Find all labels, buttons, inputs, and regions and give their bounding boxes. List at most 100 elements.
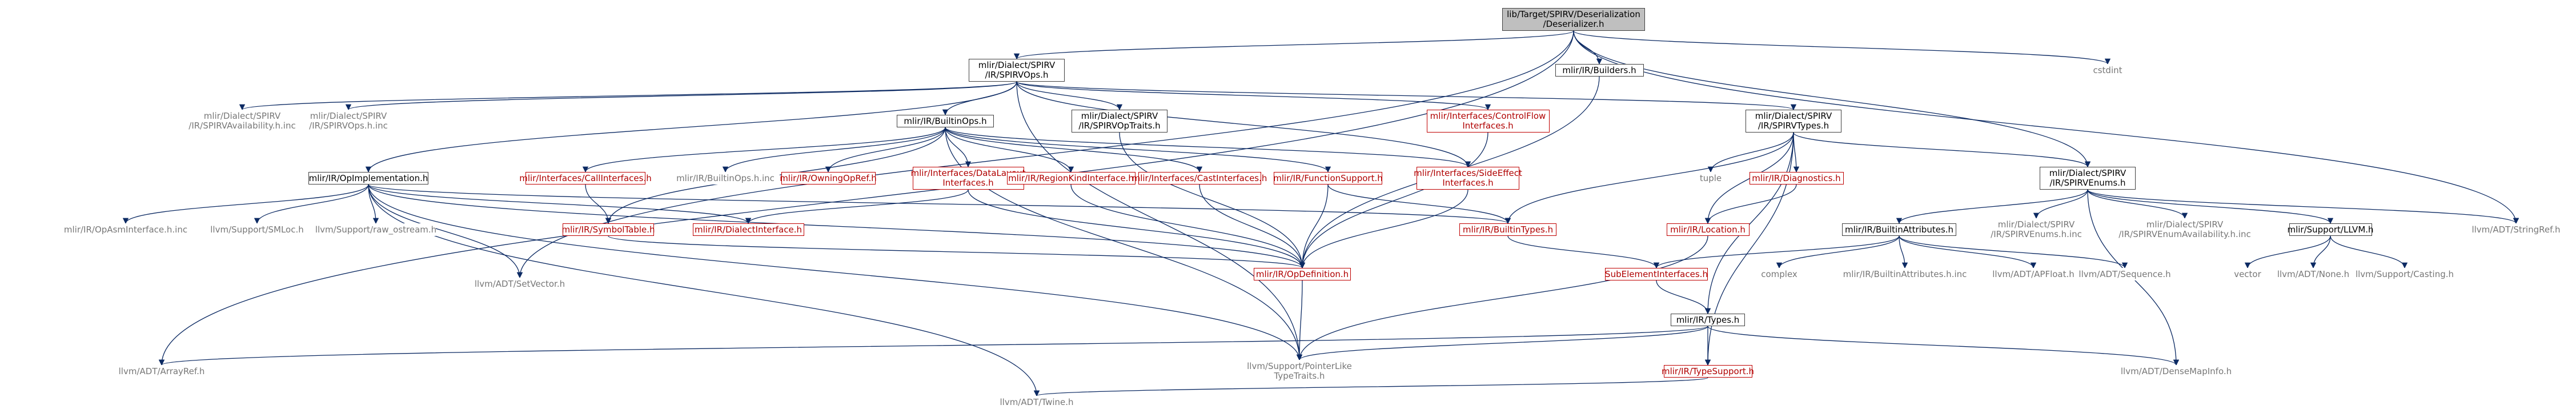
- node-label-line: tuple: [1699, 173, 1722, 183]
- node-opimpl[interactable]: mlir/IR/OpImplementation.h: [308, 172, 428, 185]
- node-casting: llvm/Support/Casting.h: [2356, 268, 2454, 280]
- node-label-line: llvm/Support/SMLoc.h: [210, 224, 304, 235]
- edge-opimpl-to-twine: [368, 184, 1040, 397]
- node-label-line: TypeTraits.h: [1274, 371, 1325, 381]
- edge-opimpl-to-smloc: [254, 184, 369, 224]
- node-twine: llvm/ADT/Twine.h: [1000, 396, 1074, 408]
- edge-opimpl-to-builtintypes: [368, 184, 1511, 224]
- edge-root-to-stringref: [1573, 30, 2519, 224]
- edge-spirvenums-to-spirvenumavail: [2087, 189, 2188, 219]
- node-callif[interactable]: mlir/Interfaces/CallInterfaces.h: [519, 172, 652, 185]
- node-label-line: /IR/SPIRVOps.h.inc: [309, 121, 388, 131]
- node-spirvtypes[interactable]: mlir/Dialect/SPIRV/IR/SPIRVTypes.h: [1746, 110, 1841, 133]
- node-label-line: mlir/Interfaces/SideEffect: [1414, 168, 1522, 178]
- node-funcsupport[interactable]: mlir/IR/FunctionSupport.h: [1273, 172, 1383, 185]
- edge-builtinops-to-castif: [945, 127, 1203, 173]
- node-label-line: /IR/SPIRVTypes.h: [1758, 121, 1829, 131]
- edge-spirvtypes-to-typesupport: [1704, 132, 1794, 366]
- node-owningopref[interactable]: mlir/IR/OwningOpRef.h: [780, 172, 877, 185]
- edge-root-to-arrayref: [158, 30, 1574, 366]
- node-label-line: mlir/IR/Builders.h: [1562, 65, 1636, 75]
- edge-controlflow-to-opdefinition: [1299, 132, 1488, 269]
- edge-funcsupport-to-opdefinition: [1299, 184, 1329, 269]
- edge-supportllvm-to-vector: [2244, 235, 2331, 269]
- node-label-line: mlir/IR/FunctionSupport.h: [1273, 173, 1383, 183]
- node-spirvoptraits[interactable]: mlir/Dialect/SPIRV/IR/SPIRVOpTraits.h: [1072, 110, 1167, 133]
- edge-spirvtypes-to-tuple: [1707, 132, 1794, 173]
- node-opdefinition[interactable]: mlir/IR/OpDefinition.h: [1254, 268, 1351, 280]
- edge-opdefinition-to-pointerlike: [1296, 280, 1303, 361]
- node-label-line: llvm/ADT/Twine.h: [1000, 396, 1074, 407]
- node-label-line: mlir/Interfaces/DataLayout: [910, 168, 1026, 178]
- node-label-line: llvm/ADT/Sequence.h: [2079, 268, 2171, 279]
- node-supportllvm[interactable]: mlir/Support/LLVM.h: [2287, 223, 2374, 236]
- edge-builtinops-to-sideeffect: [945, 127, 1471, 168]
- node-label-line: vector: [2234, 268, 2261, 279]
- node-spirvenums[interactable]: mlir/Dialect/SPIRV/IR/SPIRVEnums.h: [2040, 167, 2136, 190]
- node-builtinattrs[interactable]: mlir/IR/BuiltinAttributes.h: [1842, 223, 1956, 236]
- edge-spirvtypes-to-spirvenums: [1793, 132, 2091, 168]
- node-location[interactable]: mlir/IR/Location.h: [1666, 223, 1750, 236]
- edge-spirvops-to-spirvavail: [239, 81, 1017, 111]
- edge-root-to-spirvenums: [1573, 30, 2091, 168]
- node-label-line: llvm/ADT/SetVector.h: [474, 278, 565, 289]
- edge-builtinops-to-callif: [582, 127, 946, 173]
- node-spirvops[interactable]: mlir/Dialect/SPIRV/IR/SPIRVOps.h: [969, 59, 1065, 82]
- node-rawostream: llvm/Support/raw_ostream.h: [315, 223, 437, 236]
- node-label-line: mlir/Dialect/SPIRV: [2049, 168, 2126, 178]
- node-builtintypes[interactable]: mlir/IR/BuiltinTypes.h: [1459, 223, 1556, 236]
- node-label-line: mlir/IR/OpAsmInterface.h.inc: [63, 224, 188, 235]
- node-dialectif[interactable]: mlir/IR/DialectInterface.h: [692, 223, 804, 236]
- node-tuple: tuple: [1695, 172, 1727, 185]
- node-builders[interactable]: mlir/IR/Builders.h: [1555, 64, 1644, 77]
- node-builtinopsinc: mlir/IR/BuiltinOps.h.inc: [671, 172, 780, 185]
- node-label-line: mlir/Interfaces/ControlFlow: [1430, 111, 1546, 121]
- node-label-line: /IR/SPIRVOps.h: [985, 70, 1049, 80]
- node-opasmif: mlir/IR/OpAsmInterface.h.inc: [63, 223, 188, 236]
- node-label-line: mlir/IR/BuiltinAttributes.h: [1844, 224, 1954, 235]
- node-llvmnone: llvm/ADT/None.h: [2277, 268, 2349, 280]
- node-cstdint: cstdint: [2088, 64, 2128, 77]
- node-label-line: Interfaces.h: [1442, 178, 1494, 188]
- node-apfloat: llvm/ADT/APFloat.h: [1992, 268, 2075, 280]
- edge-builtinops-to-regionkind: [945, 127, 1074, 173]
- node-label-line: mlir/IR/OwningOpRef.h: [780, 173, 877, 183]
- node-regionkind[interactable]: mlir/IR/RegionKindInterface.h: [1006, 172, 1135, 185]
- node-castif[interactable]: mlir/Interfaces/CastInterfaces.h: [1132, 172, 1267, 185]
- node-label-line: llvm/Support/PointerLike: [1247, 361, 1352, 371]
- edge-builtinattrs-to-subelement: [1653, 235, 1900, 269]
- node-label-line: mlir/Dialect/SPIRV: [310, 111, 387, 121]
- node-typesupport[interactable]: mlir/IR/TypeSupport.h: [1661, 365, 1755, 378]
- edge-spirvoptraits-to-opdefinition: [1119, 132, 1306, 269]
- node-irtypes[interactable]: mlir/IR/Types.h: [1671, 314, 1745, 326]
- node-smloc: llvm/Support/SMLoc.h: [210, 223, 304, 236]
- node-label-line: mlir/IR/Types.h: [1676, 314, 1740, 325]
- node-subelement[interactable]: SubElementInterfaces.h: [1605, 268, 1708, 280]
- node-label-line: llvm/Support/raw_ostream.h: [315, 224, 437, 235]
- edge-irtypes-to-densemapinfo: [1707, 326, 2179, 366]
- node-label-line: mlir/IR/BuiltinTypes.h: [1462, 224, 1554, 235]
- edge-regionkind-to-opdefinition: [1070, 184, 1306, 269]
- edge-builtintypes-to-subelement: [1507, 235, 1660, 269]
- node-label-line: mlir/IR/TypeSupport.h: [1661, 366, 1755, 376]
- node-label-line: mlir/IR/BuiltinOps.h: [904, 115, 987, 126]
- edge-subelement-to-irtypes: [1656, 280, 1711, 315]
- node-diagnostics[interactable]: mlir/IR/Diagnostics.h: [1749, 172, 1844, 185]
- edge-datalayout-to-opdefinition: [968, 189, 1306, 269]
- node-label-line: lib/Target/SPIRV/Deserialization: [1507, 9, 1640, 19]
- node-label-line: mlir/IR/BuiltinAttributes.h.inc: [1843, 268, 1967, 279]
- node-label-line: complex: [1761, 268, 1797, 279]
- node-symboltable[interactable]: mlir/IR/SymbolTable.h: [561, 223, 655, 236]
- node-label-line: mlir/IR/SymbolTable.h: [561, 224, 655, 235]
- node-builtinattrsinc: mlir/IR/BuiltinAttributes.h.inc: [1842, 268, 1968, 280]
- node-builtinops[interactable]: mlir/IR/BuiltinOps.h: [897, 115, 994, 127]
- node-spirvopsinc: mlir/Dialect/SPIRV/IR/SPIRVOps.h.inc: [306, 110, 391, 133]
- node-label-line: llvm/ADT/ArrayRef.h: [118, 366, 205, 376]
- node-label-line: Interfaces.h: [1462, 121, 1514, 131]
- node-root[interactable]: lib/Target/SPIRV/Deserialization/Deseria…: [1502, 8, 1645, 31]
